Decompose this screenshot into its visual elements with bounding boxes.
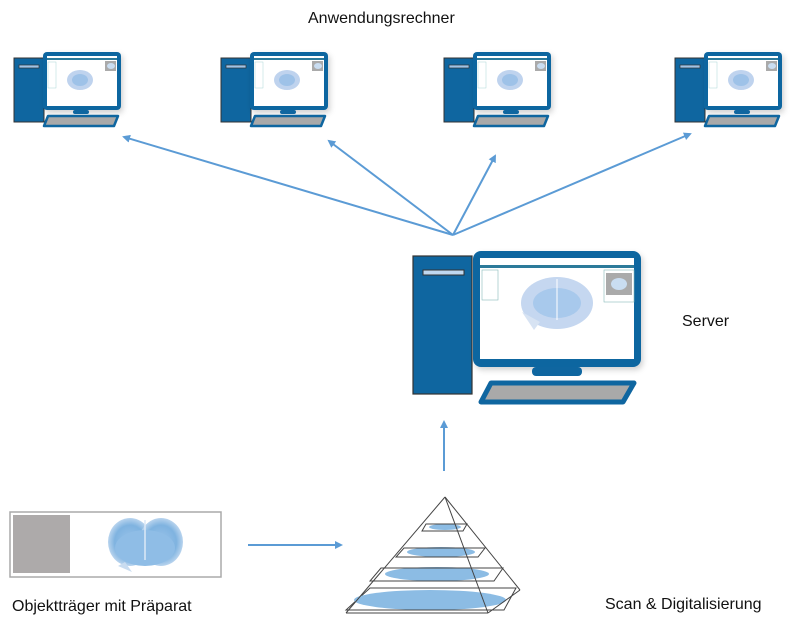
server-drive-slot xyxy=(422,269,465,276)
server-keyboard xyxy=(478,380,637,405)
client-computer-2 xyxy=(221,52,328,126)
client-computer-1 xyxy=(14,52,121,126)
arrow-to-client-3 xyxy=(452,154,496,236)
arrow-to-client-4 xyxy=(452,132,692,236)
server-label: Server xyxy=(682,313,730,330)
slide-label-area xyxy=(13,515,70,573)
arrow-to-client-2 xyxy=(327,139,454,236)
server-computer xyxy=(412,251,641,405)
microscope-slide xyxy=(9,511,222,578)
slide-label: Objektträger mit Präparat xyxy=(12,598,192,615)
client-computer-4 xyxy=(675,52,782,126)
tissue-section xyxy=(108,518,183,572)
clients-label: Anwendungsrechner xyxy=(308,10,455,27)
arrow-to-client-1 xyxy=(122,134,454,236)
scan-label: Scan & Digitalisierung xyxy=(605,596,762,613)
client-computer-3 xyxy=(444,52,551,126)
image-pyramid xyxy=(344,496,521,614)
distribution-arrows xyxy=(122,132,692,236)
server-tower xyxy=(412,255,473,395)
server-brain-section xyxy=(521,277,593,330)
